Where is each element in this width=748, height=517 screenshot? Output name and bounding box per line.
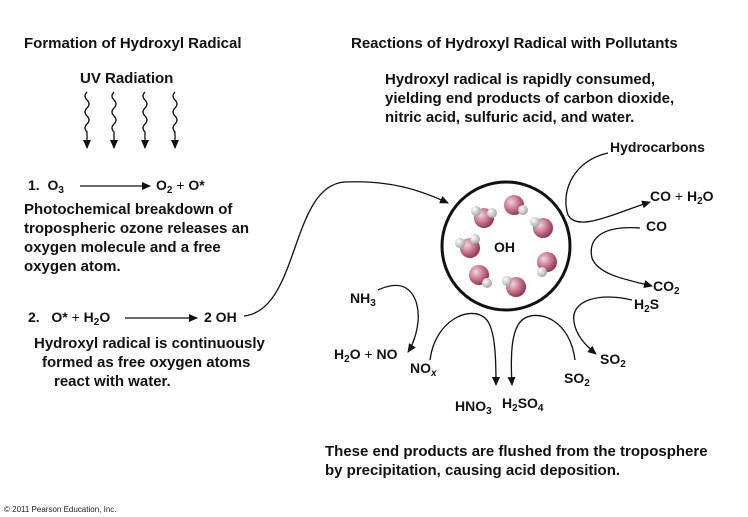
- nh3-label: NH3: [350, 290, 376, 309]
- copyright: © 2011 Pearson Education, Inc.: [4, 505, 117, 514]
- oh-to-circle-arrow: [243, 181, 449, 317]
- step1-products: O2 + O*: [156, 177, 205, 196]
- co-arrow: [590, 226, 653, 288]
- co2-label: CO2: [653, 278, 680, 297]
- molecule: [537, 252, 557, 277]
- center-oh-label: OH: [494, 239, 515, 255]
- uv-rays: [83, 91, 179, 149]
- co-label: CO: [646, 218, 667, 234]
- step2-equation: 2. O* + H2O: [28, 309, 111, 328]
- so2-left-label: SO2: [564, 370, 590, 389]
- step1-description: Photochemical breakdown of tropospheric …: [24, 201, 250, 275]
- h2o-no-label: H2O + NO: [334, 346, 398, 365]
- h2s-arrow: [573, 296, 633, 355]
- uv-ray: [83, 91, 91, 149]
- uv-radiation-label: UV Radiation: [80, 70, 174, 87]
- so2-right-label: SO2: [600, 351, 626, 370]
- step2-description: Hydroxyl radical is continuously formed …: [34, 335, 265, 390]
- nh3-arrow: [377, 284, 419, 353]
- co-h2o-label: CO + H2O: [650, 188, 714, 207]
- footer-text: These end products are flushed from the …: [325, 443, 708, 479]
- left-title: Formation of Hydroxyl Radical: [24, 35, 242, 52]
- so2-arrow: [507, 314, 576, 386]
- step1-equation: 1. O3: [28, 177, 64, 196]
- nox-arrow: [429, 312, 500, 386]
- water-molecules: [455, 195, 557, 297]
- uv-ray: [141, 91, 149, 149]
- molecule: [471, 206, 497, 228]
- molecule: [504, 195, 528, 215]
- molecule: [469, 265, 492, 288]
- uv-ray: [171, 91, 179, 149]
- right-intro: Hydroxyl radical is rapidly consumed, yi…: [385, 71, 675, 126]
- hydrocarbons-label: Hydrocarbons: [610, 139, 705, 155]
- h2so4-label: H2SO4: [502, 395, 544, 414]
- h2s-label: H2S: [634, 296, 660, 315]
- molecule: [530, 217, 553, 238]
- uv-ray: [110, 91, 118, 149]
- hno3-label: HNO3: [455, 398, 492, 417]
- step2-product: 2 OH: [204, 309, 237, 325]
- hydrocarbons-arrow: [565, 152, 651, 223]
- molecule: [455, 234, 480, 258]
- nox-label: NOx: [410, 360, 437, 379]
- right-title: Reactions of Hydroxyl Radical with Pollu…: [351, 35, 678, 52]
- molecule: [502, 276, 526, 297]
